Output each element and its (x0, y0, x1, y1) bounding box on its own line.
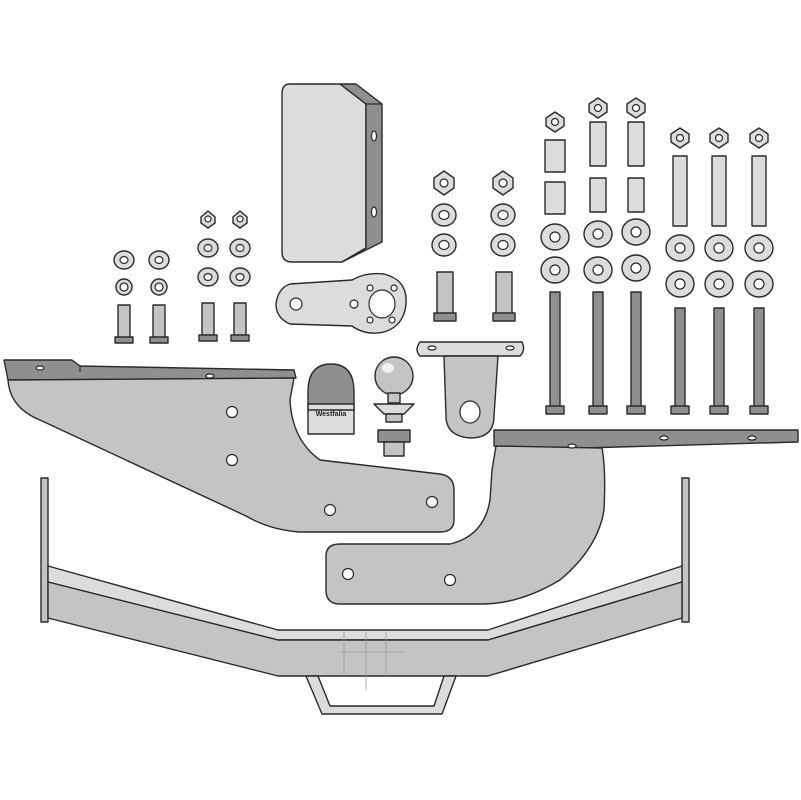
tow-ball (373, 356, 415, 457)
tow-ball-cover: Westfalia (307, 363, 355, 435)
long-bolt-set-2 (583, 97, 613, 415)
small-bolt-set-3 (197, 210, 219, 342)
long-bolt-set-6 (744, 127, 774, 415)
medium-bolt-set-2 (490, 170, 516, 322)
long-bolt-set-1 (540, 111, 570, 415)
long-bolt-set-5 (704, 127, 734, 415)
long-bolt-set-3 (621, 97, 651, 415)
long-bolt-set-4 (665, 127, 695, 415)
medium-bolt-set-1 (431, 170, 457, 322)
small-bolt-set-4 (229, 210, 251, 342)
electrics-cover-plate (281, 83, 383, 263)
ball-mount-plate (416, 341, 525, 439)
towbar-crossbar (40, 477, 690, 715)
ball-cover-label: Westfalia (316, 411, 347, 418)
small-bolt-set-2 (148, 250, 170, 344)
right-mounting-bracket (325, 429, 799, 605)
left-mounting-bracket (3, 359, 455, 533)
socket-plate (275, 272, 407, 334)
small-bolt-set-1 (113, 250, 135, 344)
